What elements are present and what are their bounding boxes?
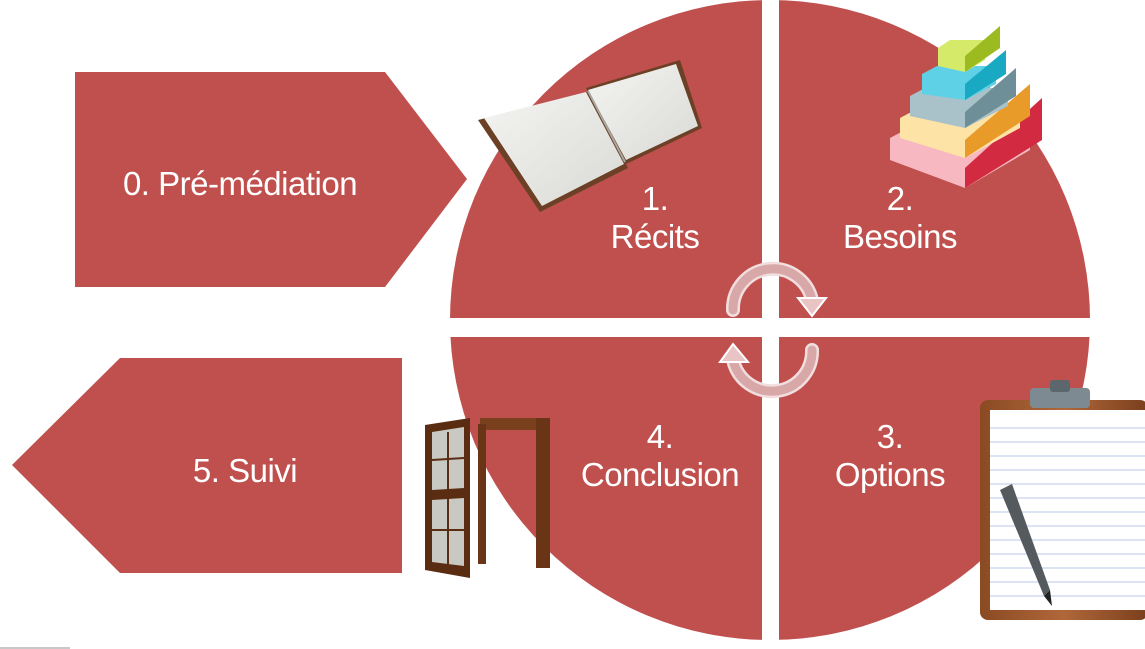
pre-mediation-arrow xyxy=(75,72,467,287)
step-conclusion-text: Conclusion xyxy=(580,456,740,493)
step-pre-mediation-text: 0. Pré-médiation xyxy=(122,165,358,202)
step-recits-label: 1. Récits xyxy=(590,180,720,256)
step-conclusion-number: 4. xyxy=(646,418,674,455)
suivi-arrow xyxy=(12,358,402,573)
step-suivi-text: 5. Suivi xyxy=(192,452,298,489)
step-besoins-label: 2. Besoins xyxy=(820,180,980,256)
step-options-label: 3. Options xyxy=(815,418,965,494)
step-pre-mediation-label: 0. Pré-médiation xyxy=(75,165,405,203)
step-options-text: Options xyxy=(834,456,946,493)
step-besoins-number: 2. xyxy=(886,180,914,217)
step-suivi-label: 5. Suivi xyxy=(120,452,370,490)
stacked-layers-icon xyxy=(890,26,1042,188)
circular-arrows-icon xyxy=(718,261,829,399)
step-besoins-text: Besoins xyxy=(843,218,957,255)
step-options-number: 3. xyxy=(876,418,904,455)
step-recits-text: Récits xyxy=(610,218,700,255)
step-recits-number: 1. xyxy=(641,180,669,217)
clipboard-checklist-icon xyxy=(980,380,1145,620)
open-book-icon xyxy=(478,60,702,212)
open-door-icon xyxy=(425,418,550,578)
step-conclusion-label: 4. Conclusion xyxy=(545,418,775,494)
